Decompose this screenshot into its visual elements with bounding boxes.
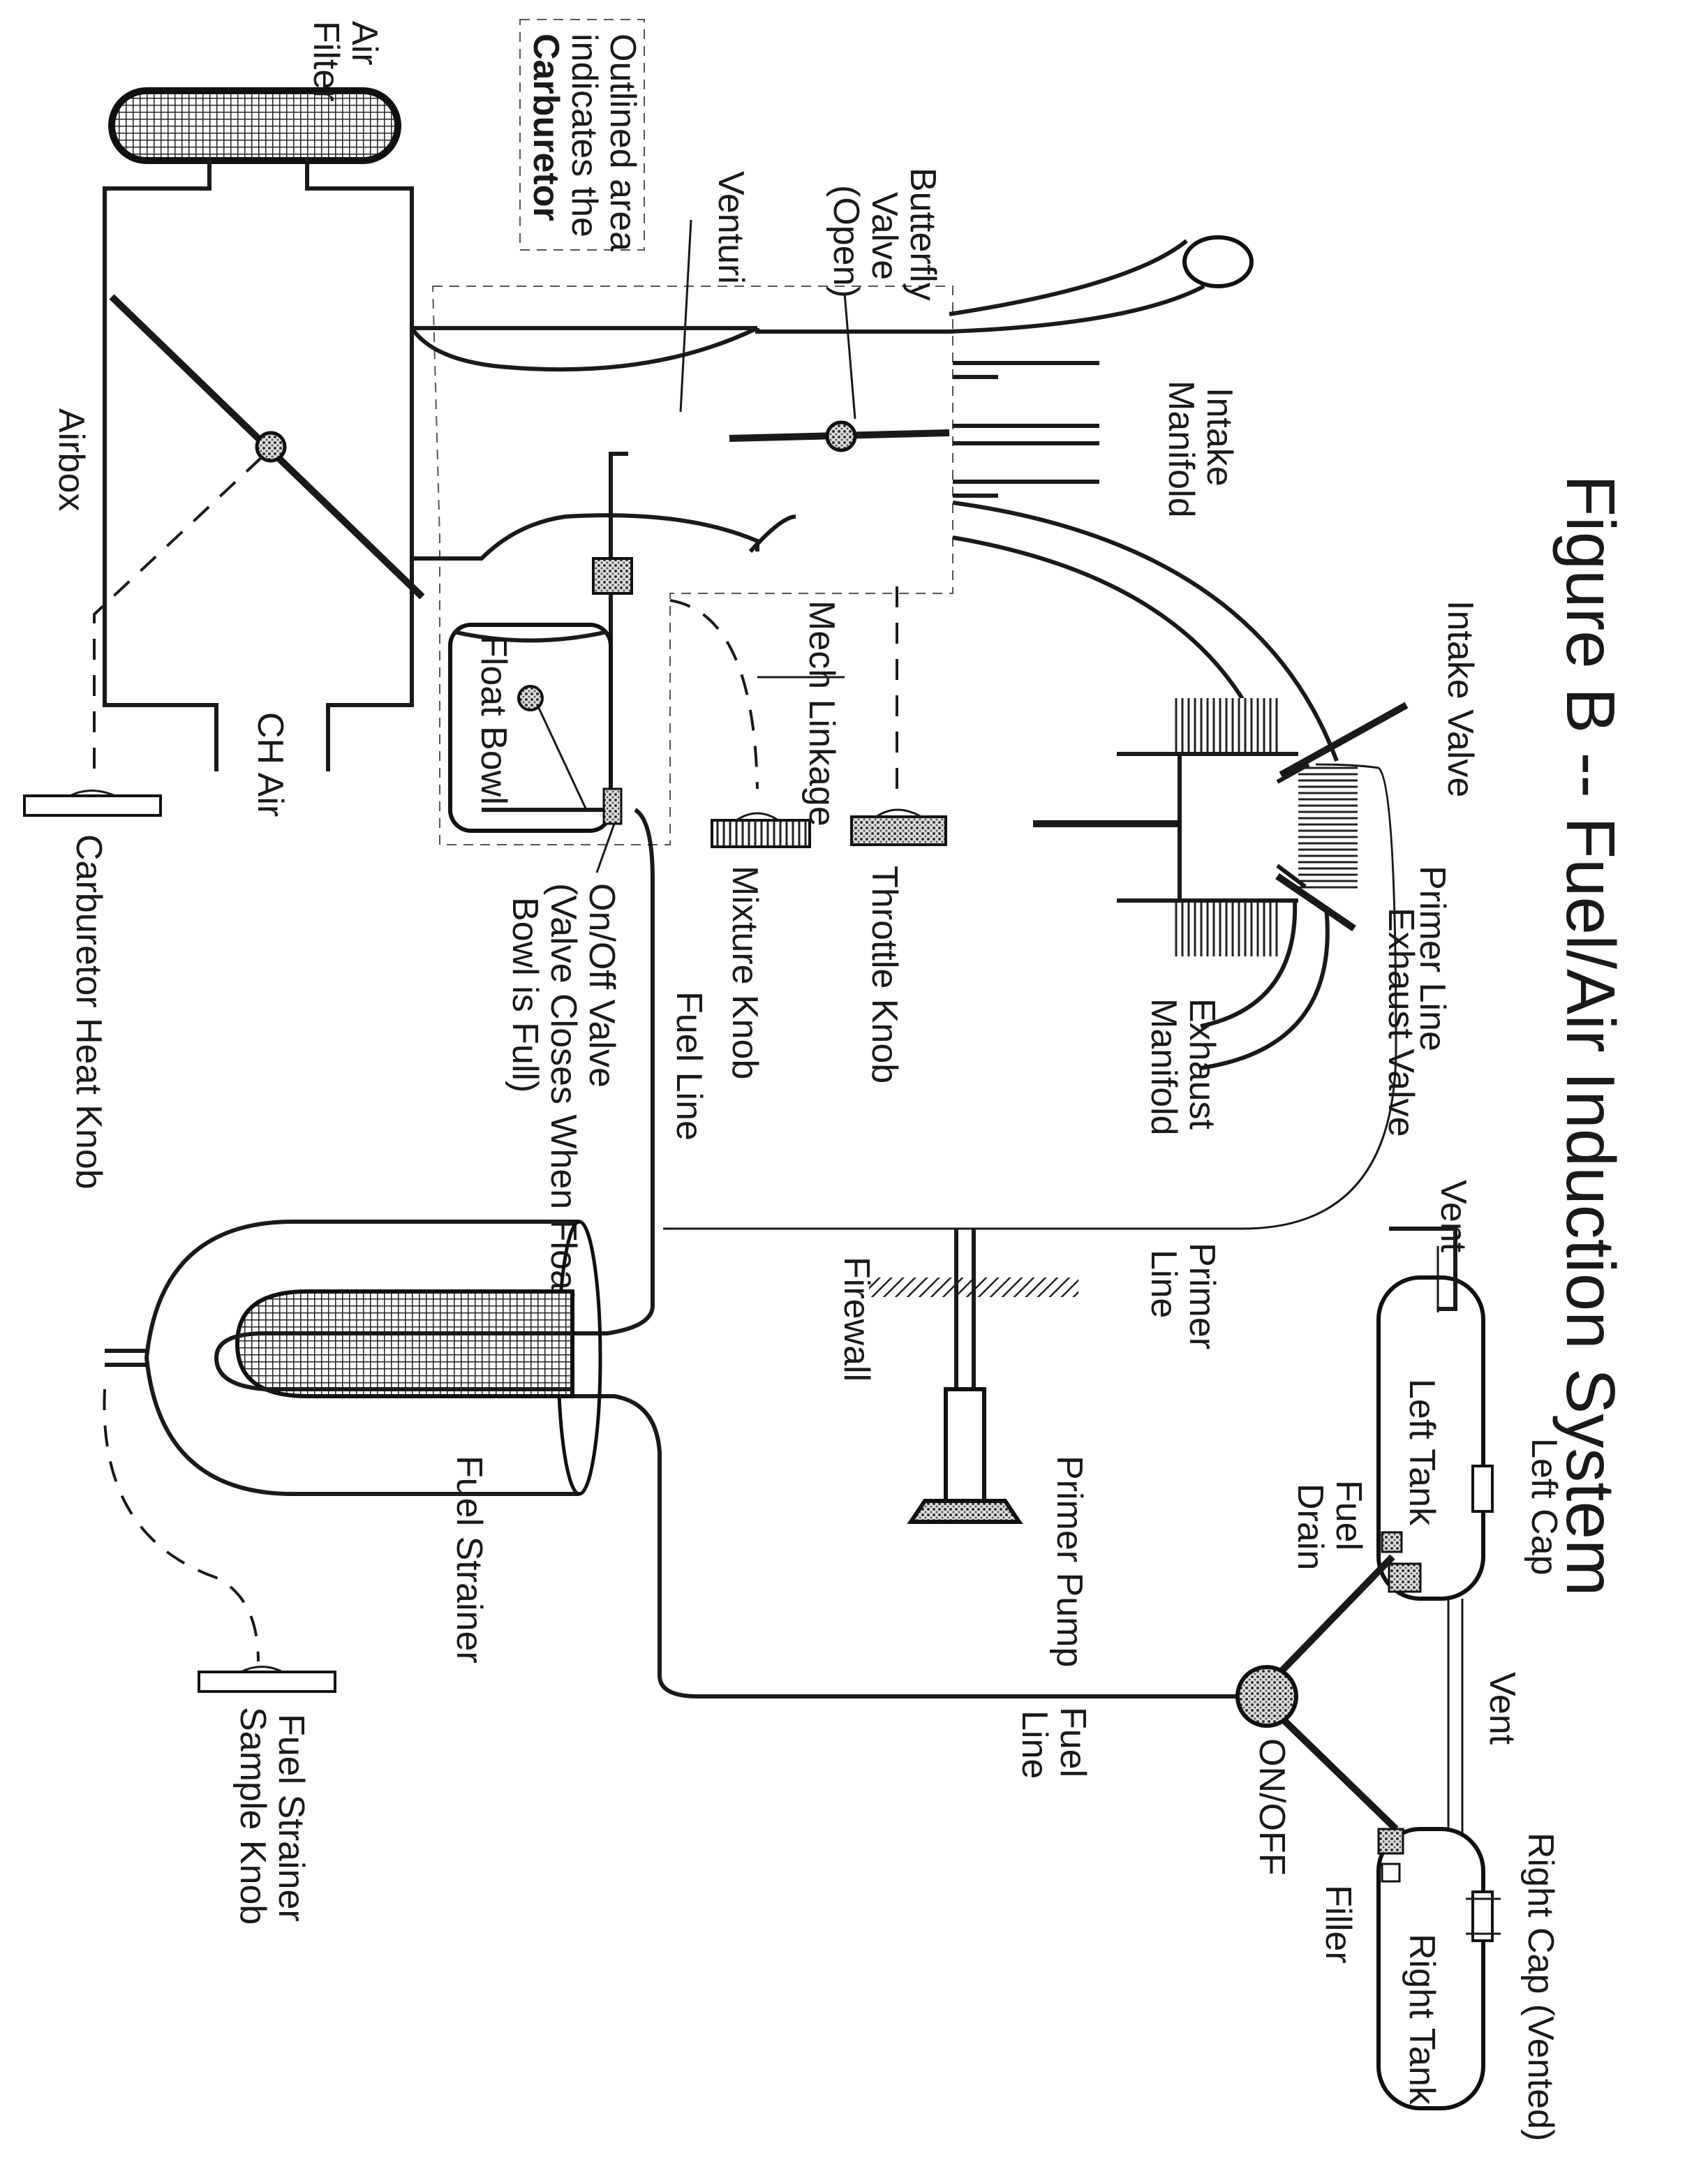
on-off-valve-label-1: On/Off Valve [581,883,622,1088]
butterfly-valve-label-2: Valve [864,192,905,280]
right-tank-label: Right Tank [1402,1934,1442,2105]
carburetor-outline [431,286,953,845]
on-off-valve: On/Off Valve (Valve Closes When Float Bo… [505,787,623,1301]
ch-air-label: CH Air [250,712,290,817]
right-tank: Right Tank Filler Right Cap (Vented) [1318,1827,1561,2141]
air-filter-label-1: Air [344,21,385,66]
intake-pipe [952,501,1339,762]
exhaust-manifold-label-1: Exhaust [1182,998,1222,1130]
carb-note-line-1: Outlined area [602,34,643,251]
mech-linkage: Mech Linkage [757,600,845,827]
engine-cylinder [1033,698,1409,956]
figure-title: Figure B -- Fuel/Air Induction System [1552,475,1629,1597]
fuel-drain-label-1: Fuel [1328,1480,1369,1550]
throttle-knob-label: Throttle Knob [864,866,905,1083]
fuel-line-label-upper: Fuel Line [669,991,709,1141]
primer-line-label-1: Primer [1182,1243,1222,1349]
carb-note-line-2: indicates the [564,34,604,237]
vent-top-label: Vent [1433,1180,1473,1253]
on-off-valve-label-2: (Valve Closes When Float [543,883,584,1301]
carburetor-note: Outlined area indicates the Carburetor [519,19,645,251]
on-off-valve-label-3: Bowl is Full) [505,897,545,1093]
fuel-line: Fuel Line [572,808,709,1335]
fuel-line-lower-label-2: Line [1014,1710,1055,1779]
fuel-line-lower-label-1: Fuel [1053,1707,1093,1777]
butterfly-valve: Butterfly Valve (Open) [729,168,950,452]
sample-knob-label-1: Fuel Strainer [271,1714,311,1922]
firewall-label: Firewall [836,1257,877,1382]
left-tank: Left Tank Vent Left Cap Fuel Drain [1290,1180,1564,1601]
fuel-strainer-sample-knob: Fuel Strainer Sample Knob [103,1389,336,1925]
on-off-label: ON/OFF [1252,1738,1292,1875]
exhaust-valve-label: Exhaust Valve [1381,908,1421,1137]
carb-note-line-3: Carburetor [526,34,566,221]
float-bowl: Float Bowl [448,452,633,833]
airbox-label: Airbox [51,408,91,511]
primer-pump-label: Primer Pump [1049,1456,1090,1667]
fuel-selector-valve: ON/OFF [1235,1554,1399,1875]
carburetor-heat-knob: Carburetor Heat Knob [23,456,263,1190]
float-bowl-label: Float Bowl [473,635,514,805]
butterfly-valve-label-1: Butterfly [903,168,943,301]
air-filter-label-2: Filter [306,21,346,102]
intake-manifold-label-2: Manifold [1161,380,1201,518]
primer-line-label-2: Line [1143,1250,1184,1318]
firewall: Firewall [836,1229,1078,1398]
intake-manifold: Intake Manifold [953,361,1240,518]
venturi: Venturi [410,171,1254,561]
exhaust-manifold-label-2: Manifold [1143,998,1184,1136]
right-cap-label: Right Cap (Vented) [1520,1833,1561,2141]
vent-line: Vent [1447,1599,1522,1850]
filler-label: Filler [1318,1885,1358,1964]
air-filter: Air Filter [108,21,401,164]
airbox: Airbox [51,157,757,771]
primer-line-label-top: Primer Line [1412,866,1453,1051]
intake-valve-label: Intake Valve [1440,600,1480,797]
venturi-label: Venturi [711,171,751,284]
mech-linkage-label: Mech Linkage [801,600,842,827]
mixture-knob: Mixture Knob [669,599,811,1079]
carburetor-heat-knob-label: Carburetor Heat Knob [68,834,109,1190]
primer-line: Primer Line Primer Line [663,763,1453,1349]
fuel-strainer-label: Fuel Strainer [449,1456,489,1664]
fuel-strainer: Fuel Strainer [105,1220,602,1664]
mixture-knob-label: Mixture Knob [725,866,765,1079]
fuel-line-lower: Fuel Line [572,1394,1249,1779]
left-cap-label: Left Cap [1524,1438,1564,1576]
vent-mid-label: Vent [1482,1672,1522,1745]
butterfly-valve-label-3: (Open) [826,185,866,298]
exhaust-manifold: Exhaust Manifold [1143,900,1330,1136]
left-tank-label: Left Tank [1402,1379,1442,1526]
primer-pump: Primer Pump [907,1387,1090,1667]
throttle-knob: Throttle Knob [850,586,947,1083]
sample-knob-label-2: Sample Knob [232,1707,273,1925]
fuel-drain-label-2: Drain [1290,1483,1330,1570]
intake-manifold-label-1: Intake [1199,387,1240,487]
